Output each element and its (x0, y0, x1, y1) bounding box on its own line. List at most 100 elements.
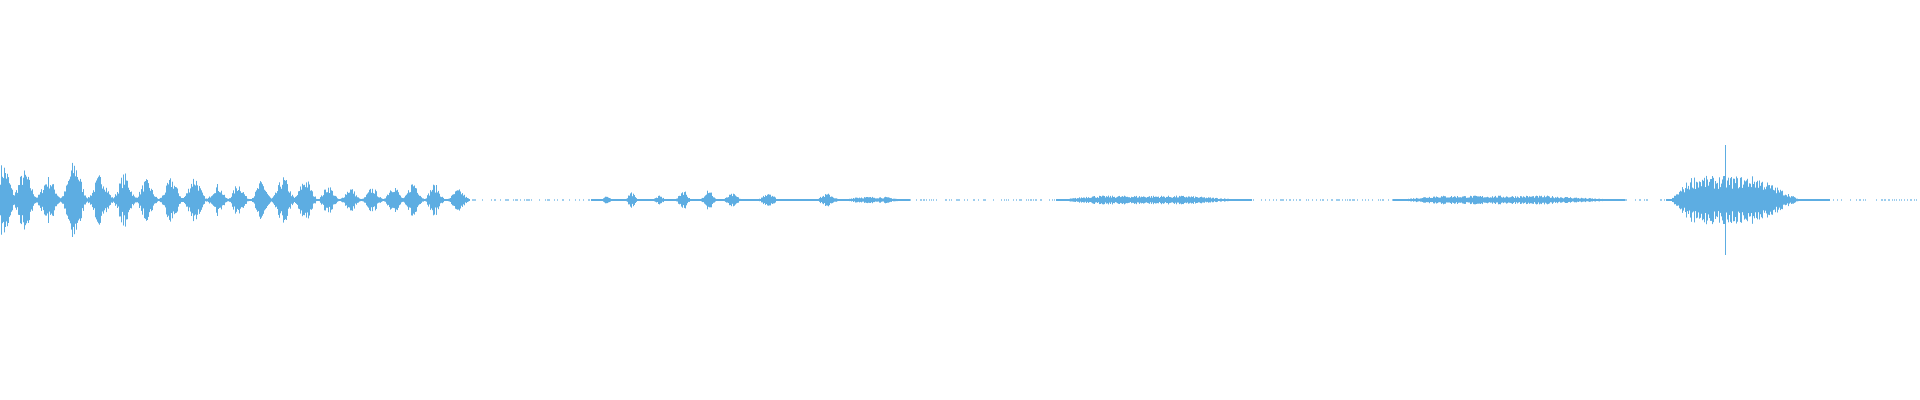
waveform-sample (109, 194, 110, 206)
waveform-sample (673, 199, 674, 201)
waveform-sample (397, 189, 398, 211)
waveform-sample (1910, 199, 1911, 201)
waveform-sample (60, 198, 61, 202)
waveform-sample (1881, 199, 1882, 201)
waveform-sample (256, 190, 257, 210)
waveform-sample (662, 198, 663, 202)
waveform-sample (1745, 181, 1746, 219)
waveform-sample (127, 180, 128, 220)
waveform-sample (715, 198, 716, 202)
waveform-sample (1428, 197, 1429, 203)
waveform-sample (1293, 199, 1294, 201)
waveform-sample (401, 197, 402, 203)
waveform-sample (173, 188, 174, 212)
waveform-sample (327, 192, 328, 208)
waveform-sample (320, 197, 321, 203)
waveform-sample (72, 162, 73, 237)
waveform-sample (1510, 197, 1511, 203)
waveform-sample (1131, 196, 1132, 204)
waveform-sample (433, 184, 434, 216)
waveform-sample (38, 194, 39, 206)
waveform-sample (1574, 197, 1575, 203)
waveform-sample (1709, 181, 1710, 219)
waveform-sample (825, 194, 826, 206)
waveform-sample (10, 184, 11, 216)
waveform-sample (710, 192, 711, 208)
waveform-sample (453, 194, 454, 206)
waveform-sample (790, 199, 791, 201)
waveform-sample (531, 199, 532, 201)
waveform-sample (864, 197, 865, 203)
waveform-sample (619, 199, 620, 201)
waveform-sample (1447, 197, 1448, 203)
waveform-sample (1415, 198, 1416, 202)
waveform-sample (1723, 176, 1724, 224)
waveform-sample (1534, 197, 1535, 203)
waveform-sample (628, 195, 629, 205)
waveform-sample (1460, 197, 1461, 203)
waveform-sample (1798, 199, 1799, 202)
waveform-sample (135, 197, 136, 203)
waveform-sample (1238, 199, 1239, 201)
waveform-sample (678, 196, 679, 204)
waveform-sample (147, 180, 148, 220)
waveform-sample (305, 187, 306, 213)
waveform-sample (1095, 197, 1096, 203)
waveform-sample (1189, 196, 1190, 204)
waveform-sample (643, 199, 644, 201)
waveform-sample (1720, 187, 1721, 213)
waveform-sample (1251, 199, 1252, 201)
waveform-sample (42, 193, 43, 207)
waveform-sample (1756, 182, 1757, 218)
waveform-sample (843, 199, 844, 201)
waveform-sample (457, 190, 458, 210)
waveform-sample (1342, 199, 1343, 201)
waveform-sample (380, 197, 381, 203)
waveform-sample (615, 199, 616, 201)
waveform-sample (1605, 199, 1606, 201)
waveform-sample (1801, 199, 1802, 201)
waveform-sample (456, 190, 457, 210)
waveform-sample (651, 199, 652, 201)
waveform-sample (830, 196, 831, 204)
waveform-sample (1507, 196, 1508, 204)
waveform-sample (957, 199, 958, 201)
waveform-sample (1416, 197, 1417, 203)
waveform-sample (318, 199, 319, 201)
waveform-sample (1185, 197, 1186, 203)
waveform-sample (1424, 197, 1425, 203)
waveform-sample (321, 195, 322, 205)
waveform-sample (875, 198, 876, 202)
waveform-sample (716, 199, 717, 201)
waveform-sample (1413, 198, 1414, 202)
waveform-sample (1216, 197, 1217, 203)
waveform-sample (1702, 179, 1703, 221)
waveform-sample (329, 193, 330, 207)
waveform-sample (138, 196, 139, 204)
waveform-sample (1322, 199, 1323, 201)
waveform-sample (1733, 178, 1734, 222)
waveform-sample (1235, 199, 1236, 201)
waveform-sample (1054, 199, 1055, 201)
waveform-sample (901, 199, 902, 201)
waveform-sample (209, 196, 210, 204)
waveform-sample (1021, 199, 1022, 201)
waveform-sample (235, 186, 236, 214)
waveform-sample (1481, 196, 1482, 204)
waveform-sample (1265, 199, 1266, 201)
waveform-sample (1478, 196, 1479, 204)
waveform-sample (1612, 199, 1613, 201)
waveform-sample (1791, 196, 1792, 204)
waveform-sample (1678, 194, 1679, 206)
waveform-sample (993, 199, 994, 201)
waveform-sample (400, 195, 401, 205)
waveform-sample (444, 199, 445, 201)
waveform-sample (727, 197, 728, 203)
waveform-sample (226, 198, 227, 203)
waveform-sample (679, 195, 680, 205)
waveform-sample (273, 196, 274, 204)
waveform-sample (1690, 182, 1691, 218)
waveform-sample (782, 199, 783, 201)
